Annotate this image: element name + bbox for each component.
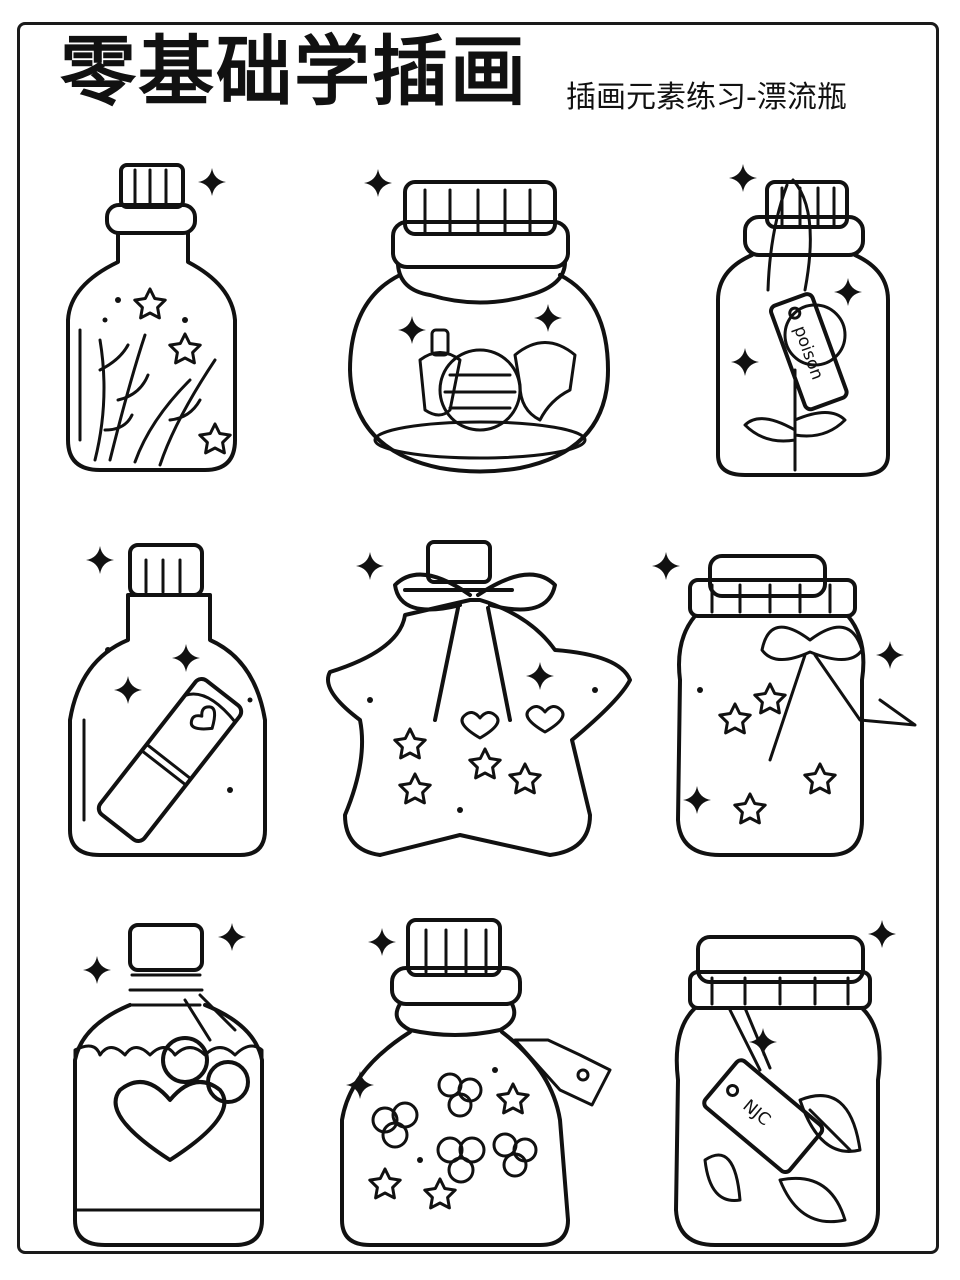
bottle-clover-tag: [340, 918, 612, 1247]
bottle-plants-stars: [66, 163, 237, 472]
page-border: [17, 22, 939, 1254]
page-title: 零基础学插画: [60, 27, 528, 116]
bottle-jar-leaves-tag: NJC: [674, 920, 896, 1247]
tag-text-njc: NJC: [739, 1096, 775, 1130]
page-subtitle: 插画元素练习-漂流瓶: [566, 80, 847, 115]
bottle-star-shape-bow: [326, 540, 632, 857]
bottle-scroll-letter: [68, 543, 267, 857]
bottle-round-perfume-candy: [348, 169, 610, 474]
bottle-heart-label: [73, 923, 264, 1247]
bottle-jar-bow-stars: [652, 552, 917, 857]
bottle-poison-tag-flower: poison: [716, 164, 890, 477]
